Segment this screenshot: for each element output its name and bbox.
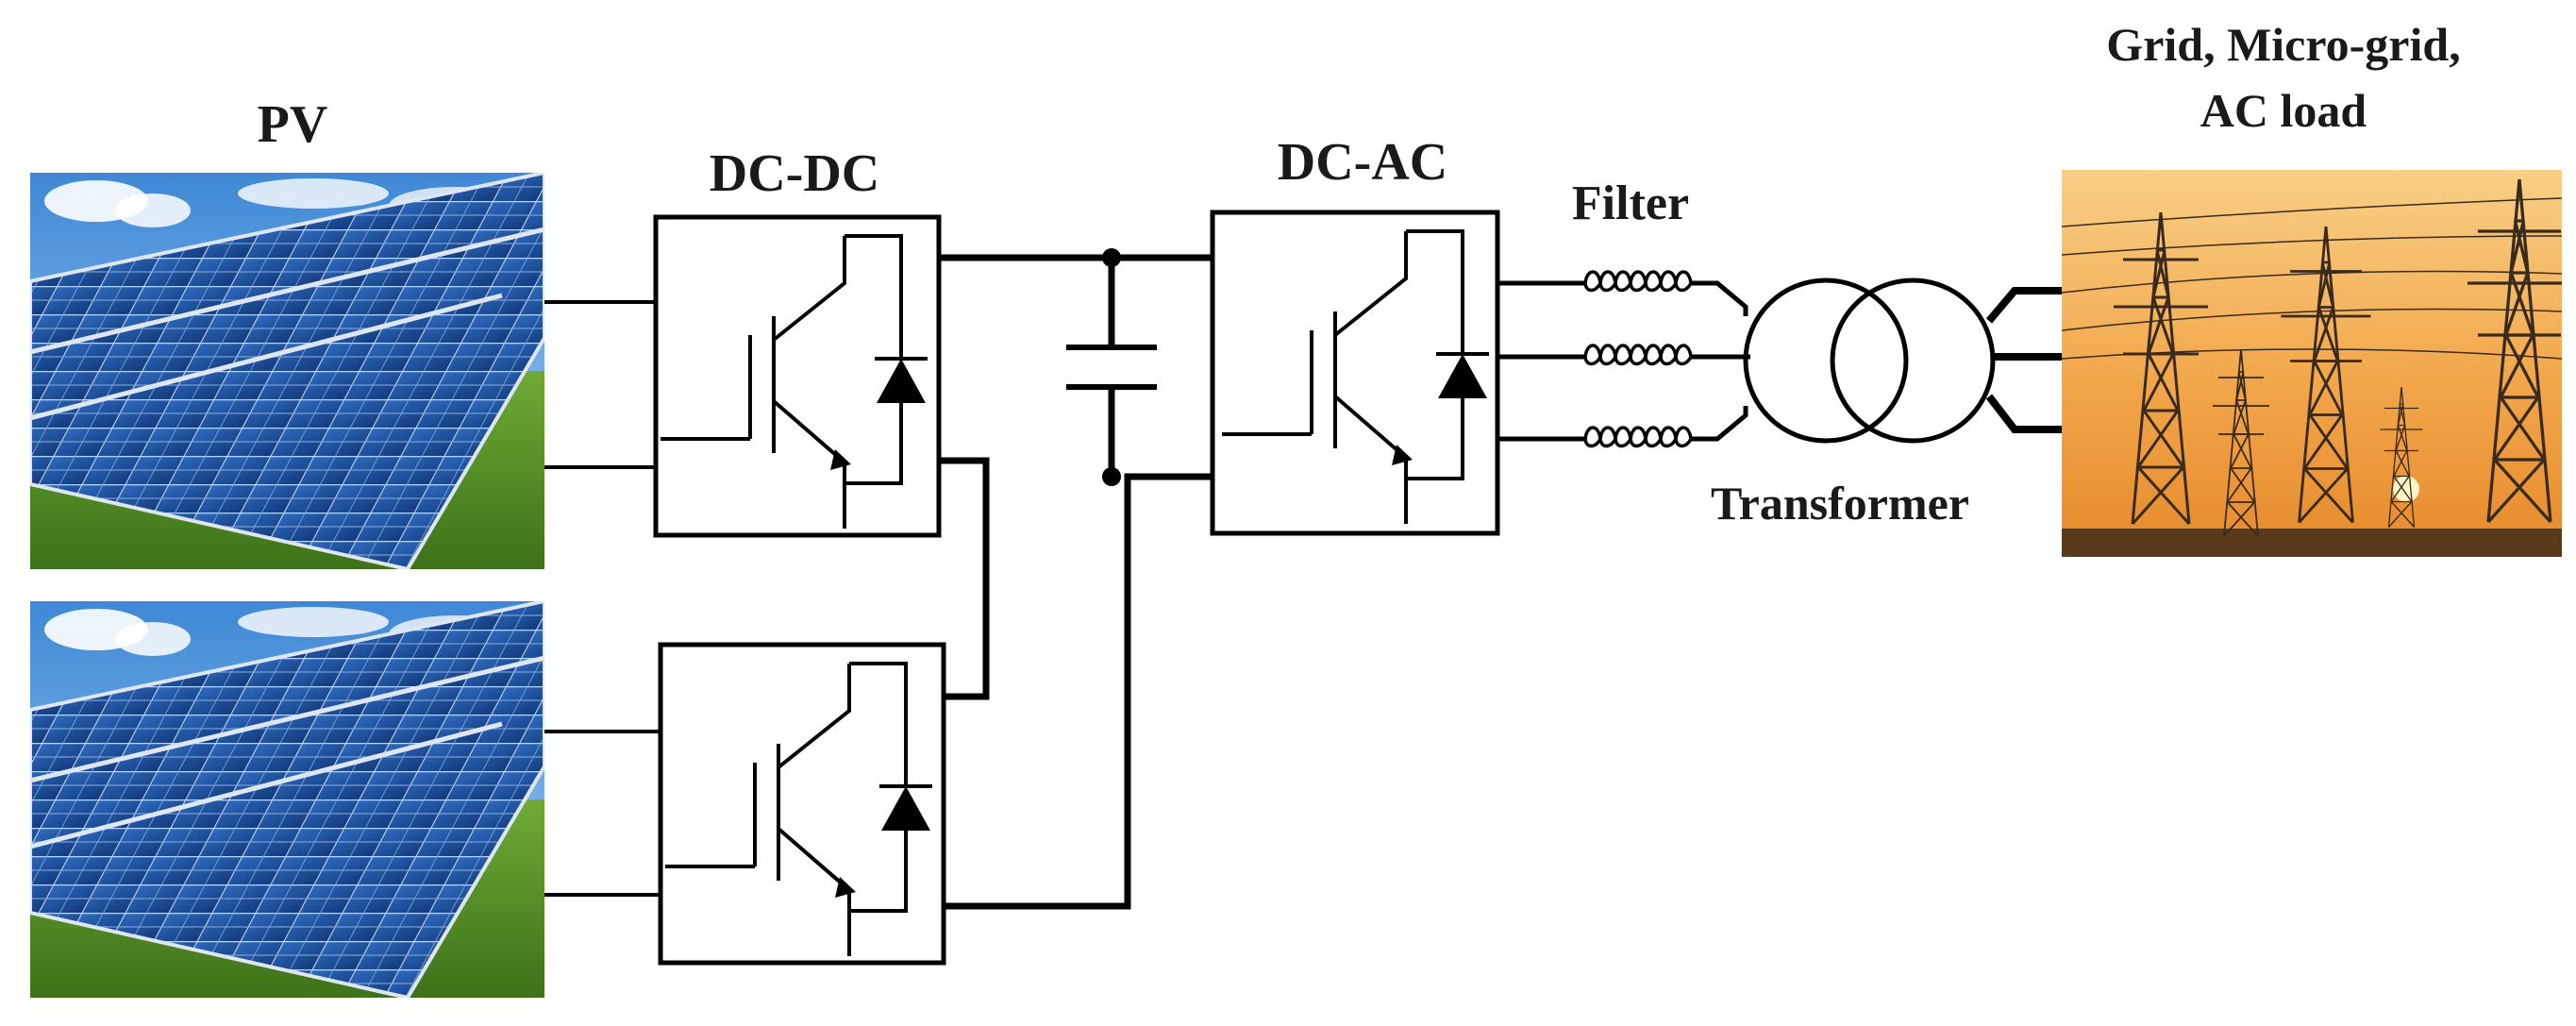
pv-label: PV bbox=[258, 95, 328, 154]
dc-bus-wires bbox=[939, 254, 1213, 910]
pv-array-image-bottom bbox=[30, 601, 544, 998]
dcdc-label: DC-DC bbox=[710, 144, 879, 203]
pv-array-image-top bbox=[30, 173, 544, 569]
junction-node-top bbox=[1102, 248, 1121, 267]
grid-label-line2: AC load bbox=[2200, 84, 2367, 137]
pv-wires bbox=[544, 300, 661, 897]
dcdc-converter-top bbox=[653, 214, 942, 538]
transformer-label: Transformer bbox=[1711, 477, 1969, 530]
dcdc-converter-bottom bbox=[658, 642, 946, 966]
filter-inductor-3 bbox=[1583, 426, 1693, 448]
ac-output-wires bbox=[1497, 280, 1750, 442]
junction-node-bottom bbox=[1102, 467, 1121, 486]
filter-label: Filter bbox=[1572, 177, 1689, 230]
filter-inductor-2 bbox=[1583, 344, 1693, 366]
dcac-label: DC-AC bbox=[1278, 133, 1447, 192]
grid-label-line1: Grid, Micro-grid, bbox=[2106, 18, 2460, 71]
filter-inductor-1 bbox=[1583, 270, 1693, 293]
grid-output-wires bbox=[1985, 287, 2071, 433]
transformer-symbol bbox=[1743, 278, 1996, 444]
grid-image bbox=[2062, 170, 2562, 557]
dcac-inverter bbox=[1210, 210, 1500, 536]
dc-link-capacitor bbox=[1066, 345, 1157, 390]
